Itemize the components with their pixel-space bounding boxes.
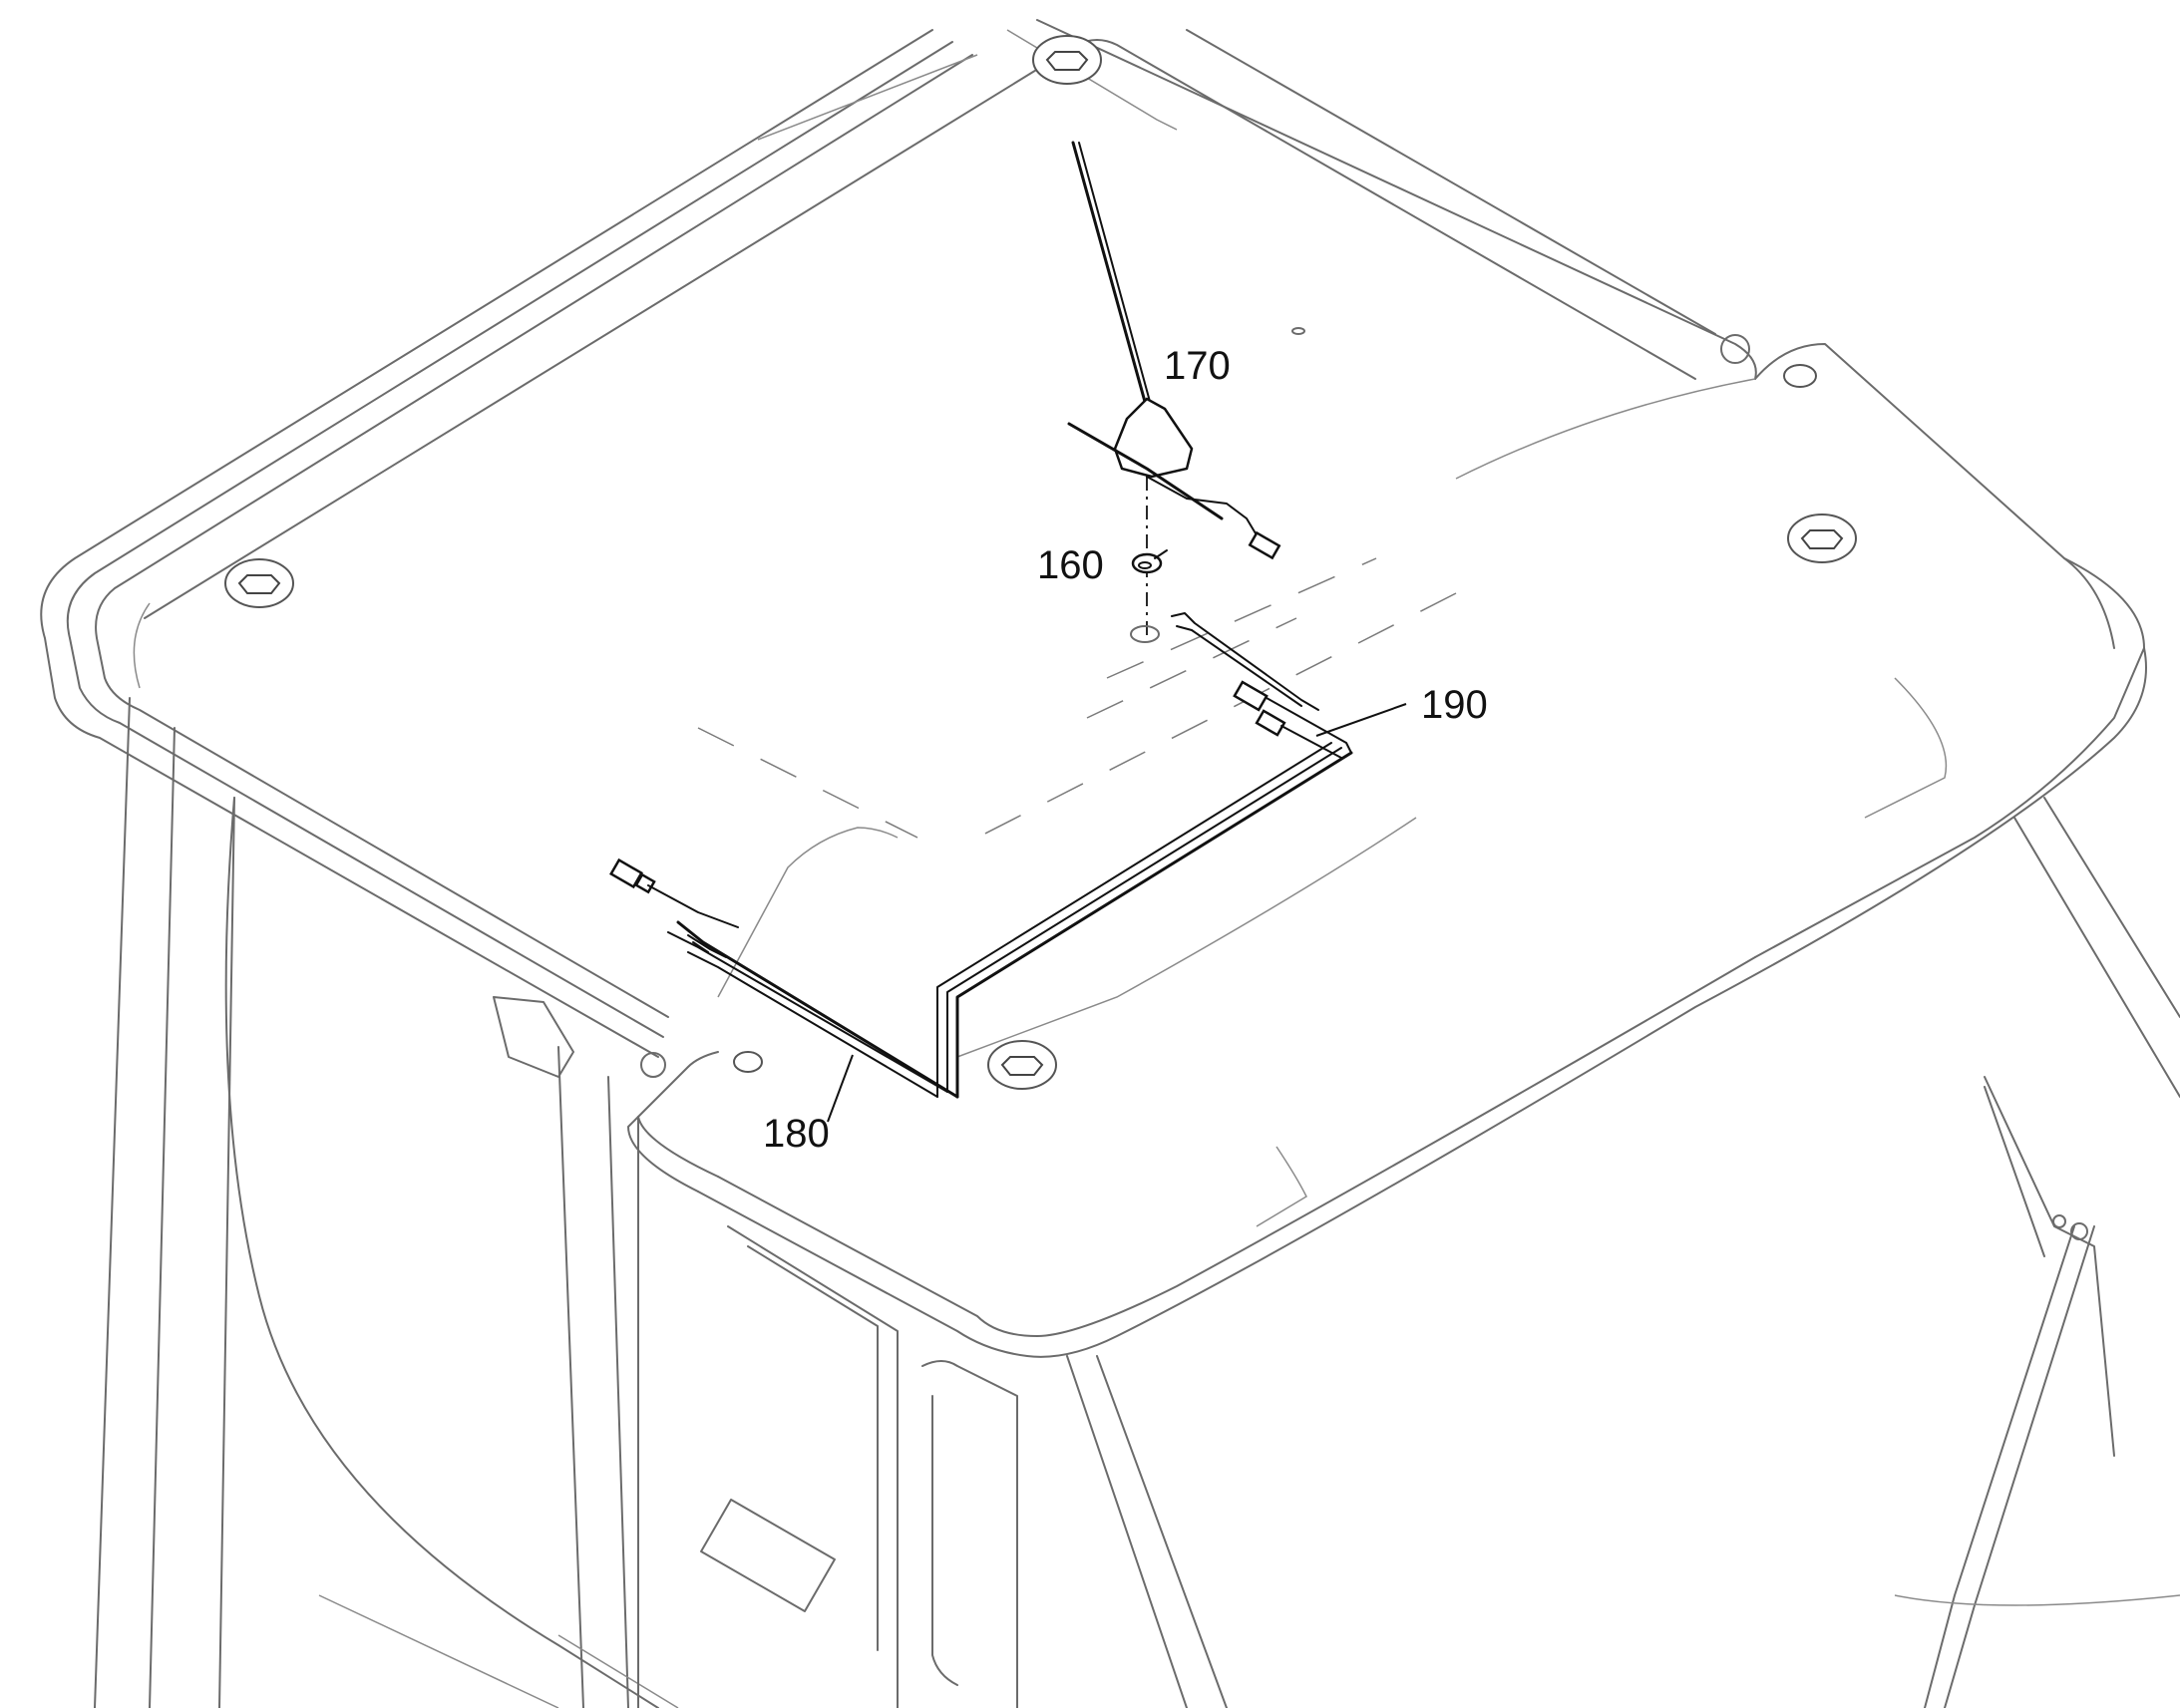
roof-bolts [224,35,1857,1090]
bolt-icon [1032,35,1102,85]
callout-190: 190 [1421,683,1488,727]
bolt-icon [1783,364,1817,388]
callout-160: 160 [1037,543,1104,587]
antenna-part-170 [1067,141,1281,560]
bolt-icon [1787,513,1857,563]
mounting-hole [1130,625,1160,643]
callout-170: 170 [1164,344,1231,388]
bolt-icon [987,1040,1057,1090]
harness-part-190 [1171,612,1352,759]
callout-180: 180 [763,1112,830,1156]
callout-labels: 170 160 190 180 [763,344,1488,1156]
grommet-part-160 [1131,549,1168,574]
leader-190 [1315,703,1407,737]
harness-part-180 [609,742,1353,1099]
leader-180 [827,1054,854,1123]
bolt-icon [733,1051,763,1073]
leader-lines [827,703,1407,1123]
bolt-icon [224,558,294,608]
